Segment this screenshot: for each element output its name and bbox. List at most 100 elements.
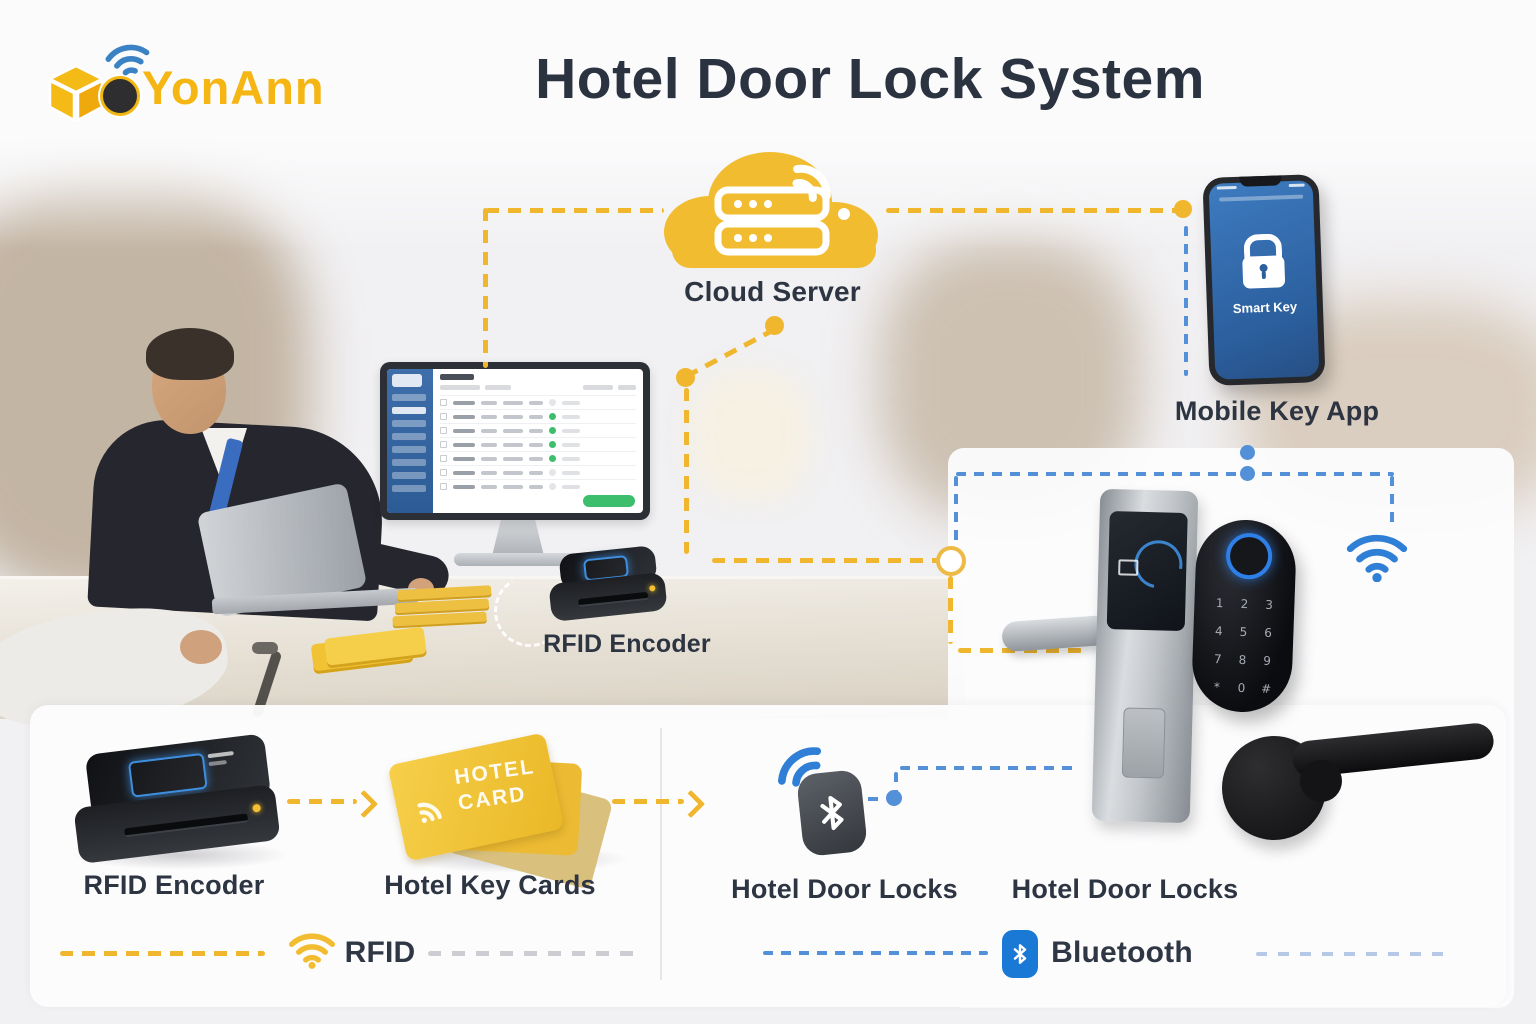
legend-rfid-line	[60, 951, 265, 956]
connector-bt-icon-v	[894, 772, 898, 794]
rfid-wifi-icon	[288, 933, 336, 969]
keypad-key: 6	[1264, 625, 1273, 640]
keypad-key: 2	[1240, 596, 1249, 612]
connector-ring-down	[948, 576, 953, 644]
pms-sidebar-item	[392, 472, 426, 479]
connector-junction-ring	[936, 546, 966, 576]
monitor-base	[454, 553, 584, 566]
pms-sidebar-item	[392, 394, 426, 401]
legend-rfid-line-faint	[428, 951, 640, 956]
connector-bt-icon-dot	[886, 790, 902, 806]
keypad-key: 3	[1264, 597, 1274, 612]
connector-encoder-to-locks	[712, 558, 940, 563]
luggage-handle-grip	[252, 642, 278, 654]
keypad-key: 5	[1239, 624, 1248, 640]
pms-table-row	[440, 479, 636, 493]
pms-sidebar-item	[392, 420, 426, 427]
keypad-key: #	[1260, 681, 1272, 696]
keypad-key: 4	[1214, 623, 1223, 639]
keypad-key: 9	[1263, 653, 1272, 668]
legend-bluetooth-label: Bluetooth	[1051, 936, 1193, 969]
bottom-panel-divider	[660, 728, 662, 980]
hotel-key-cards: HOTEL CARD	[387, 732, 642, 890]
pms-software-screen	[387, 369, 643, 513]
bluetooth-device-icon	[795, 768, 869, 858]
connector-bt-dot-lower	[1240, 466, 1255, 481]
pms-table-row	[440, 395, 636, 409]
legend-bt-line-faint	[1256, 952, 1452, 956]
key-card-front: HOTEL CARD	[387, 732, 565, 862]
door-locks-right-label: Hotel Door Locks	[1011, 874, 1239, 904]
key-card-stack	[391, 585, 492, 631]
connector-bt-box-top	[956, 472, 1394, 476]
keypad-key: 7	[1213, 651, 1222, 667]
phone-notch	[1239, 175, 1282, 187]
arrow-encoder-to-cards	[287, 799, 357, 804]
mobile-phone: Smart Key	[1202, 174, 1326, 386]
brand-signal-icon	[105, 44, 150, 76]
pms-table	[440, 395, 636, 493]
wifi-icon-blue	[1346, 534, 1408, 582]
brand-cube-icon	[48, 64, 104, 122]
pms-logo	[392, 374, 422, 387]
silver-lock-rfid-reader	[1106, 511, 1192, 632]
pms-sidebar-item	[392, 485, 426, 492]
pms-table-row	[440, 437, 636, 451]
bottom-encoder-label: RFID Encoder	[83, 870, 265, 900]
key-cards-label: Hotel Key Cards	[384, 870, 596, 900]
mobile-app-screen: Smart Key	[1208, 180, 1320, 380]
brand-name: YonAnn	[142, 61, 325, 114]
app-title: Smart Key	[1232, 298, 1298, 317]
pms-sidebar-item	[392, 433, 426, 440]
connector-dot-elbow	[676, 368, 695, 387]
bluetooth-legend-icon	[1002, 930, 1038, 978]
connector-bt-icon-top	[900, 766, 1080, 770]
pms-toolbar	[440, 385, 636, 390]
cloud-server-label: Cloud Server	[684, 276, 861, 307]
front-desk-monitor	[380, 362, 650, 520]
keypad-key: 8	[1238, 652, 1247, 668]
door-handle-neck	[1300, 760, 1342, 802]
pms-sidebar-item	[392, 446, 426, 453]
lobby-lamp	[690, 370, 810, 500]
connector-bt-icon-h	[850, 797, 886, 801]
bottom-rfid-encoder	[68, 733, 288, 870]
monitor-stand	[492, 518, 544, 556]
pms-sidebar	[387, 369, 433, 513]
fingerprint-ring	[1225, 532, 1273, 580]
keypad-key: 1	[1215, 596, 1224, 611]
door-locks-left-label: Hotel Door Locks	[731, 874, 958, 904]
legend-rfid-label: RFID	[344, 936, 416, 969]
pms-main	[433, 369, 643, 513]
desk-encoder-label: RFID Encoder	[543, 630, 711, 658]
connector-bt-box-left	[954, 476, 958, 546]
legend-bt-line	[763, 951, 988, 955]
desk-rfid-encoder	[548, 545, 673, 628]
keypad-key: 0	[1237, 680, 1246, 696]
connector-bt-dot-upper	[1240, 445, 1255, 460]
connector-cloud-to-pc-h	[486, 208, 664, 213]
pms-table-row	[440, 409, 636, 423]
connector-bt-box-right	[1390, 476, 1394, 528]
connector-phone-down	[1184, 226, 1188, 376]
arrow-cards-to-locks	[612, 799, 684, 804]
brand-lens-icon	[100, 76, 140, 116]
silver-lock-key-cover	[1121, 707, 1166, 779]
pms-sidebar-item	[392, 407, 426, 414]
phone-status-right	[1288, 183, 1305, 188]
guest-hand	[180, 630, 222, 664]
cloud-server-icon	[658, 140, 888, 280]
connector-to-encoder	[684, 388, 689, 554]
page-title: Hotel Door Lock System	[535, 47, 1205, 111]
phone-nav-bar	[1219, 194, 1304, 202]
connector-dot-phone	[1174, 200, 1192, 218]
pms-table-row	[440, 465, 636, 479]
pms-page-title-bar	[440, 374, 474, 380]
contactless-icon	[417, 802, 442, 824]
reader-card-icon	[1118, 559, 1139, 576]
keypad-key: *	[1213, 679, 1221, 695]
pms-table-row	[440, 451, 636, 465]
connector-cloud-to-phone	[886, 208, 1182, 213]
